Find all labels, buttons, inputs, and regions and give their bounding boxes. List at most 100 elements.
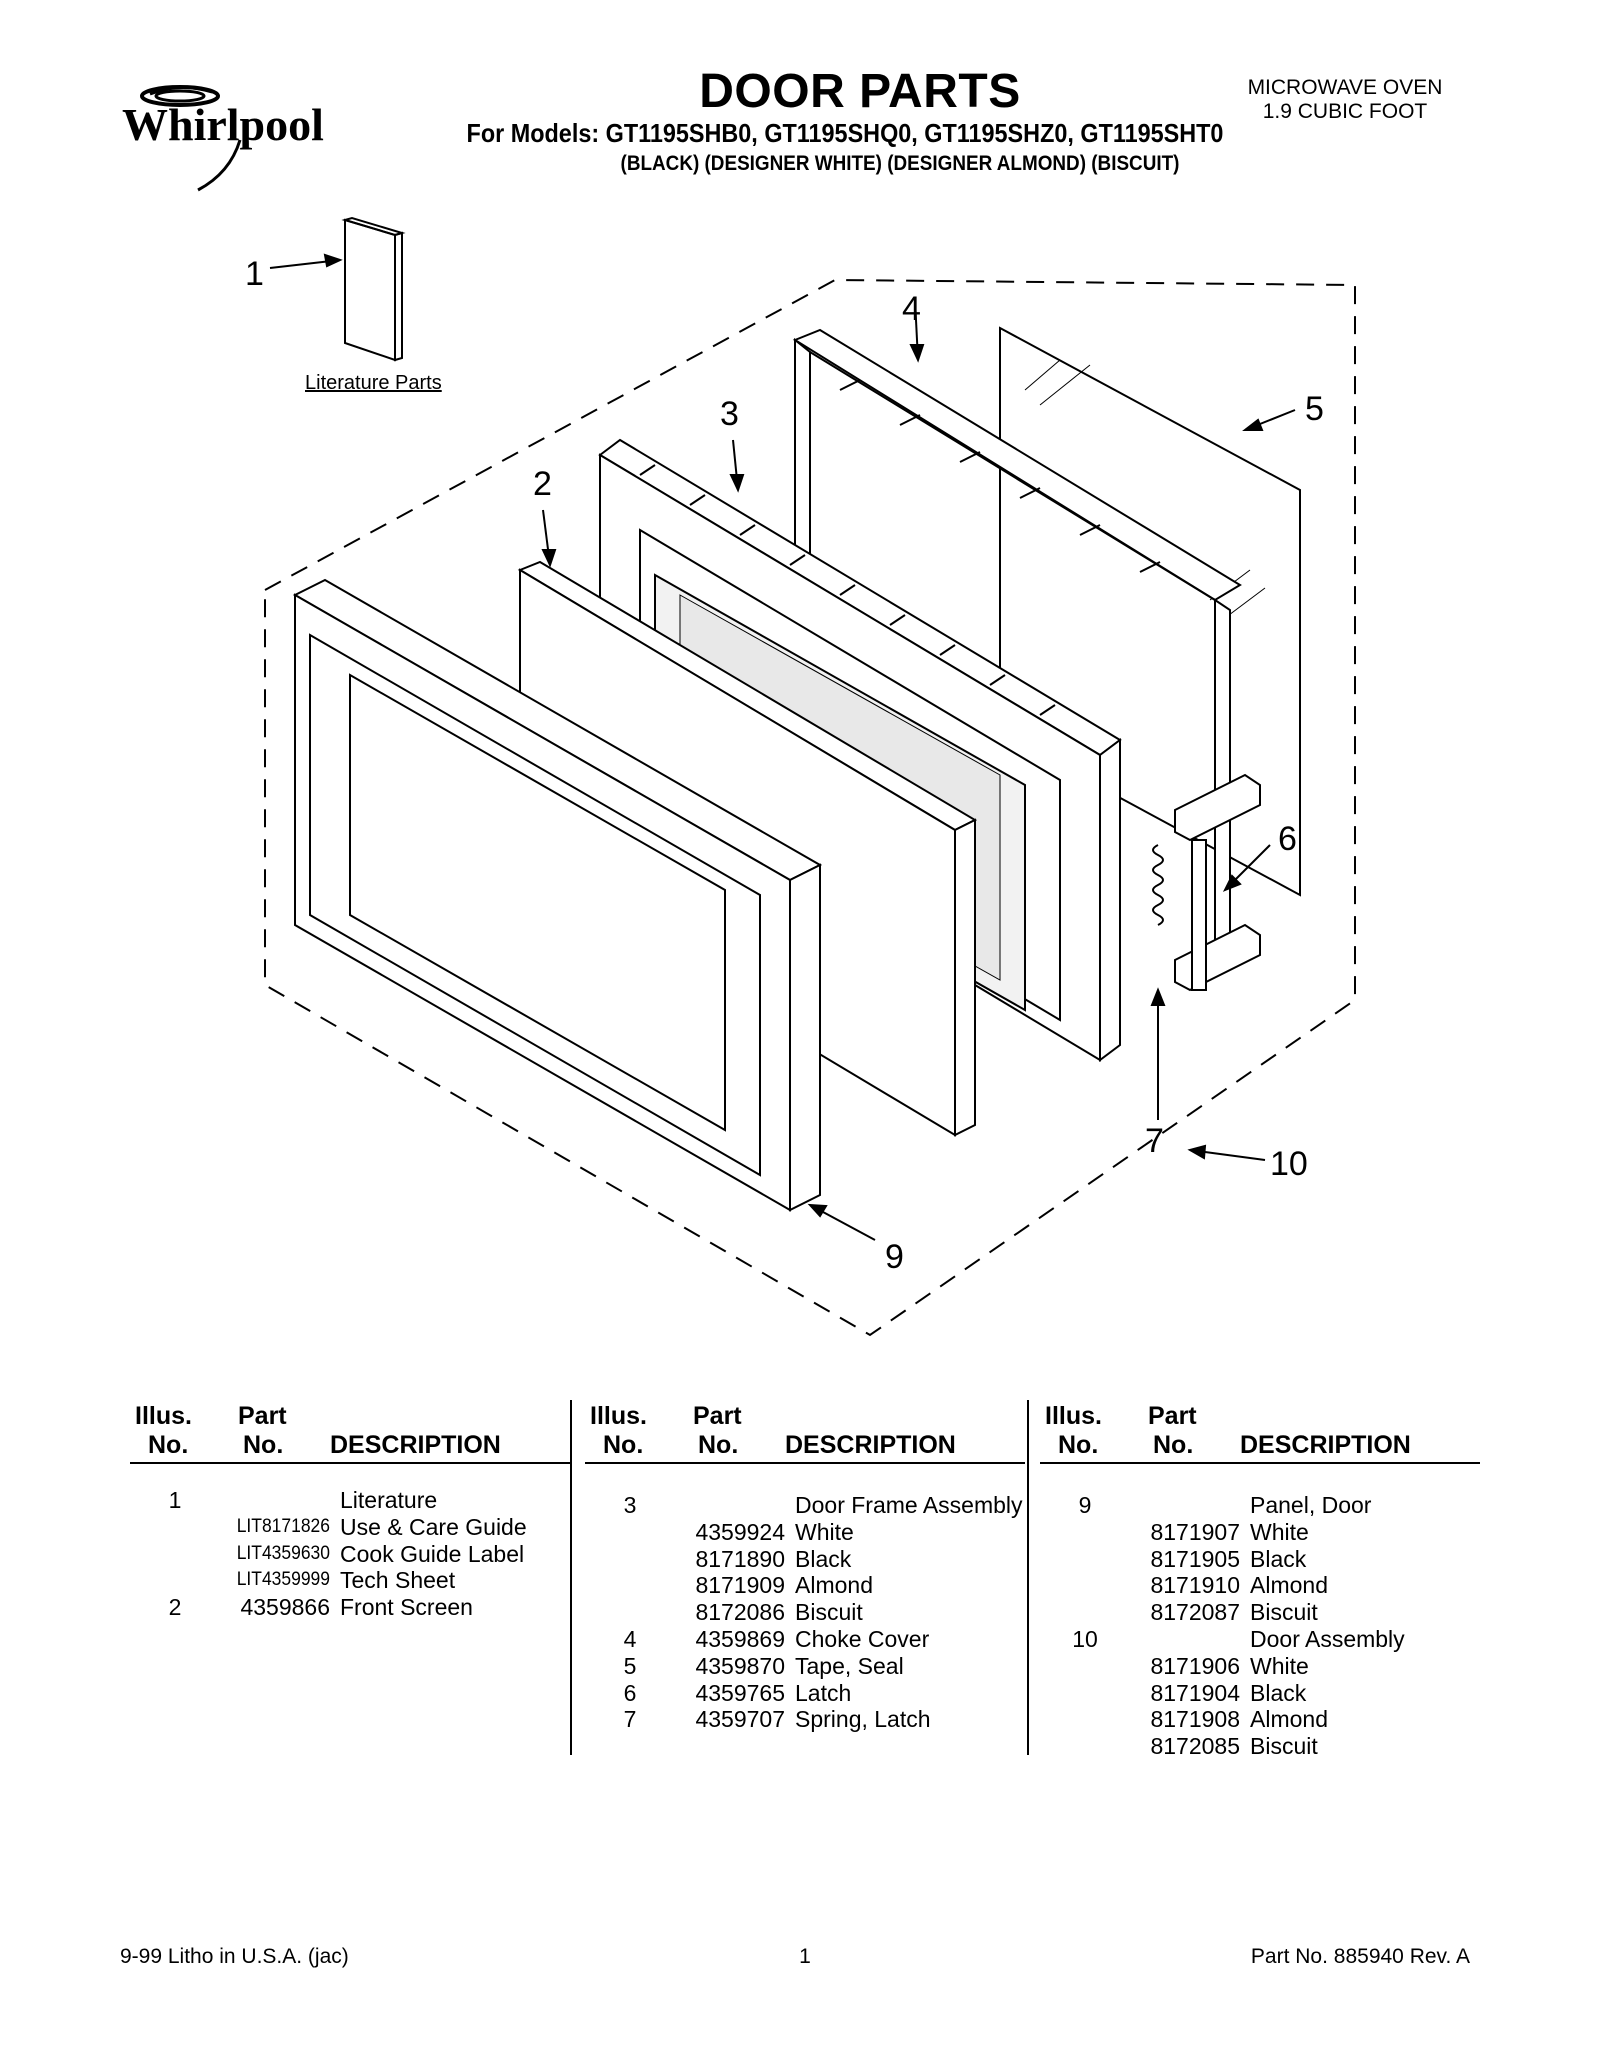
header-part-top: Part <box>238 1402 287 1430</box>
part-number: 4359870 <box>695 1652 785 1679</box>
part-description: Almond <box>795 1572 873 1599</box>
header-illus-top: Illus. <box>590 1402 647 1430</box>
part-description: Use & Care Guide <box>340 1513 527 1540</box>
product-line-1: MICROWAVE OVEN <box>1247 76 1443 99</box>
part-description: Almond <box>1250 1706 1328 1733</box>
illus-number: 1 <box>168 1487 182 1513</box>
colors-line: (BLACK) (DESIGNER WHITE) (DESIGNER ALMON… <box>620 152 1180 175</box>
part-number: 8172087 <box>1150 1599 1240 1626</box>
illus-number: 7 <box>623 1706 637 1733</box>
part-description: Biscuit <box>1250 1599 1318 1626</box>
part-number: 8172086 <box>695 1599 785 1626</box>
callout-1: 1 <box>245 255 264 293</box>
callout-7: 7 <box>1145 1122 1164 1160</box>
table-row: 8172085 Biscuit <box>1040 1733 1480 1760</box>
part-description: Front Screen <box>340 1594 473 1621</box>
part-number: 4359869 <box>695 1625 785 1652</box>
header-description: DESCRIPTION <box>330 1431 501 1459</box>
part-number: 4359765 <box>695 1679 785 1706</box>
illus-number: 2 <box>168 1594 182 1621</box>
part-description: Cook Guide Label <box>340 1540 525 1567</box>
footer-litho: 9-99 Litho in U.S.A. (jac) <box>120 1945 349 1968</box>
header-illus-top: Illus. <box>1045 1402 1102 1430</box>
illus-number: 5 <box>623 1652 637 1679</box>
part-description: Black <box>795 1545 852 1572</box>
part-number: 8171908 <box>1150 1706 1240 1733</box>
table-row: 8172087 Biscuit <box>1040 1599 1480 1626</box>
part-description: Black <box>1250 1679 1307 1706</box>
column-header: Illus. No. Part No. DESCRIPTION <box>1040 1400 1480 1464</box>
product-line-2: 1.9 CUBIC FOOT <box>1262 100 1428 123</box>
column-header: Illus. No. Part No. DESCRIPTION <box>585 1400 1025 1464</box>
part-description: Black <box>1250 1545 1307 1572</box>
latch-spring <box>1152 844 1164 926</box>
part-number: 8171910 <box>1150 1572 1240 1599</box>
header-illus-top: Illus. <box>135 1402 192 1430</box>
table-row: 7 4359707 Spring, Latch <box>585 1706 1025 1733</box>
door-panel <box>292 578 823 1212</box>
page-title: DOOR PARTS <box>699 65 1021 118</box>
part-description: Almond <box>1250 1572 1328 1599</box>
parts-column-1: Illus. No. Part No. DESCRIPTION 1 Literat… <box>130 1400 570 1621</box>
part-number: 4359707 <box>695 1706 785 1733</box>
leader-lines <box>269 253 1296 1241</box>
column-divider <box>1027 1400 1029 1755</box>
part-number: 8172085 <box>1150 1733 1240 1760</box>
latch-part <box>1174 773 1261 992</box>
models-line: For Models: GT1195SHB0, GT1195SHQ0, GT11… <box>466 118 1224 148</box>
part-description: White <box>795 1518 854 1545</box>
column-divider <box>570 1400 572 1755</box>
callout-3: 3 <box>720 395 739 433</box>
illus-number: 4 <box>623 1625 637 1652</box>
illus-number: 3 <box>623 1492 637 1518</box>
table-row: 8171909 Almond <box>585 1572 1025 1599</box>
callout-6: 6 <box>1278 820 1297 858</box>
table-row: 4 4359869 Choke Cover <box>585 1626 1025 1653</box>
table-row: 1 Literature <box>130 1487 570 1514</box>
part-description: White <box>1250 1652 1309 1679</box>
header-part-bottom: No. <box>243 1431 284 1459</box>
callout-4: 4 <box>902 290 921 328</box>
header-illus-bottom: No. <box>1058 1431 1099 1459</box>
part-number: LIT8171826 <box>236 1515 330 1537</box>
header-description: DESCRIPTION <box>785 1431 956 1459</box>
part-number: 8171905 <box>1150 1545 1240 1572</box>
part-number: LIT4359630 <box>236 1542 330 1564</box>
part-description: White <box>1250 1518 1309 1545</box>
callout-9: 9 <box>885 1238 904 1276</box>
table-row: 8171905 Black <box>1040 1546 1480 1573</box>
part-description: Spring, Latch <box>795 1706 931 1733</box>
part-description: Biscuit <box>1250 1733 1318 1760</box>
part-number: 8171890 <box>695 1545 785 1572</box>
table-row: 10 Door Assembly <box>1040 1626 1480 1653</box>
column-header: Illus. No. Part No. DESCRIPTION <box>130 1400 570 1464</box>
brand-wordmark: Whirlpool <box>122 99 324 150</box>
part-description: Door Assembly <box>1250 1625 1405 1652</box>
table-row: LIT4359630 Cook Guide Label <box>130 1541 570 1568</box>
part-number: LIT4359999 <box>236 1569 330 1591</box>
part-description: Tech Sheet <box>340 1567 456 1594</box>
part-description: Choke Cover <box>795 1625 930 1652</box>
table-row: 8171908 Almond <box>1040 1706 1480 1733</box>
exploded-parts-diagram: 1 2 3 4 5 6 7 9 10 <box>245 216 1356 1337</box>
table-row: 8171910 Almond <box>1040 1572 1480 1599</box>
table-row: 8172086 Biscuit <box>585 1599 1025 1626</box>
illus-number: 10 <box>1072 1625 1098 1652</box>
header-part-top: Part <box>693 1402 742 1430</box>
part-description: Biscuit <box>795 1599 863 1626</box>
table-row: LIT4359999 Tech Sheet <box>130 1567 570 1594</box>
part-description: Tape, Seal <box>795 1652 904 1679</box>
part-description: Literature <box>340 1487 438 1513</box>
part-number: 8171909 <box>695 1572 785 1599</box>
footer-part-number: Part No. 885940 Rev. A <box>1250 1945 1470 1968</box>
part-number: 8171904 <box>1150 1679 1240 1706</box>
